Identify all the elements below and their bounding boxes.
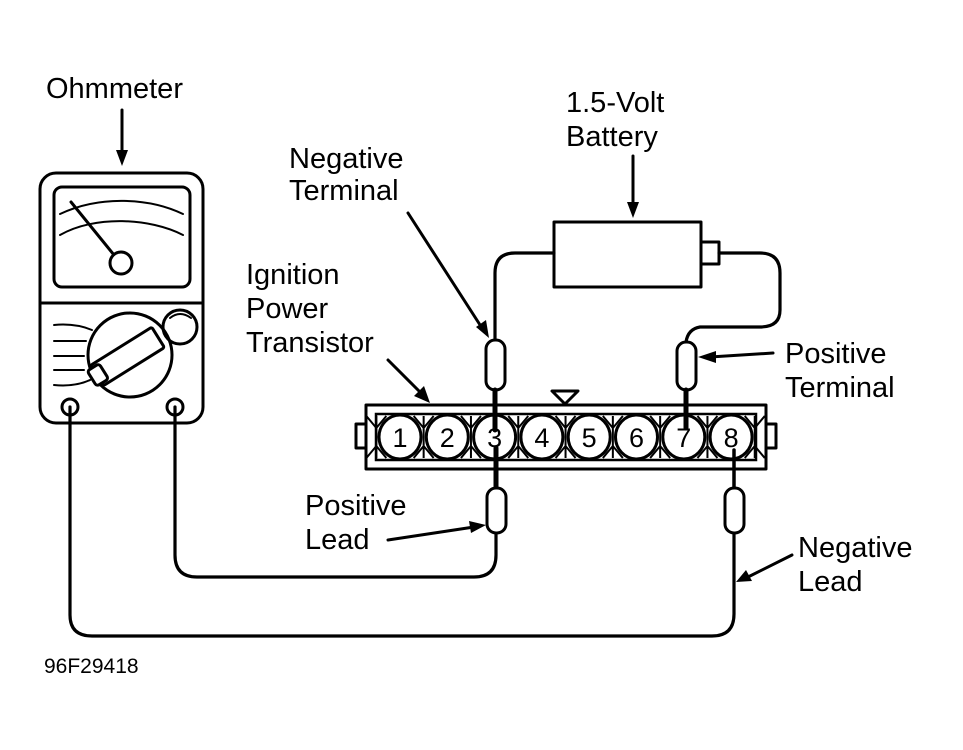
connector-pin-number: 5 xyxy=(582,423,597,453)
connector-pin-number: 6 xyxy=(629,423,644,453)
negative-terminal-arrow xyxy=(406,211,489,338)
lattice-segment xyxy=(507,415,530,459)
connector-pin-number: 7 xyxy=(676,423,691,453)
connector-pin-6 xyxy=(614,413,659,461)
battery-label-line1: 1.5-Volt xyxy=(566,87,664,119)
ignition-power-transistor-connector: 1 2 3 4 5 6 7 8 xyxy=(354,389,778,471)
ohmmeter-arrow xyxy=(116,108,128,166)
connector-lattice xyxy=(365,415,766,459)
connector-pin-number: 8 xyxy=(724,423,739,453)
range-selector-dial xyxy=(86,311,174,399)
negative-lead-label-line2: Lead xyxy=(798,566,863,598)
battery-label-line2: Battery xyxy=(566,121,658,153)
lattice-segment xyxy=(554,415,577,459)
zero-adjust-knob xyxy=(161,308,199,346)
range-scale-marks xyxy=(53,323,93,387)
positive-lead-wire xyxy=(173,405,498,579)
ohmmeter-body xyxy=(38,171,205,425)
positive-terminal-arrow xyxy=(698,351,775,363)
lattice-segment xyxy=(743,415,766,459)
battery-positive-probe-icon xyxy=(675,340,698,431)
negative-lead-wire xyxy=(68,405,736,638)
negative-lead-label-line1: Negative xyxy=(798,532,912,564)
transistor-label-line3: Transistor xyxy=(246,327,374,359)
battery-positive-cap xyxy=(699,240,721,266)
connector-pin-5 xyxy=(566,413,612,461)
battery: 1.5-Volt Battery xyxy=(552,87,721,289)
battery-negative-probe-icon xyxy=(484,338,507,433)
ohmmeter-label: Ohmmeter xyxy=(46,73,183,105)
connector-pin-number: 2 xyxy=(440,423,455,453)
negative-lead-arrow xyxy=(736,553,794,582)
lattice-segment xyxy=(460,415,482,459)
meter-scale xyxy=(59,199,184,236)
positive-lead-label-line1: Positive xyxy=(305,490,407,522)
connector-pin-number: 3 xyxy=(487,423,502,453)
ohmmeter-negative-probe-icon xyxy=(723,448,746,535)
transistor-label-line1: Ignition xyxy=(246,259,340,291)
negative-terminal-label-line1: Negative xyxy=(289,143,403,175)
lattice-segment xyxy=(696,415,719,459)
lattice-segment xyxy=(649,415,671,459)
connector-pin-number: 4 xyxy=(534,423,549,453)
positive-lead-label-line2: Lead xyxy=(305,524,370,556)
lattice-segment xyxy=(412,415,435,459)
negative-terminal-label-line2: Terminal xyxy=(289,175,399,207)
lattice-segment xyxy=(365,415,388,459)
lattice-segment xyxy=(602,415,624,459)
connector-pin-2 xyxy=(424,413,470,461)
figure-code: 96F29418 xyxy=(44,655,139,678)
positive-terminal-label-line1: Positive xyxy=(785,338,887,370)
meter-display xyxy=(52,185,192,289)
connector-right-tab xyxy=(764,422,778,450)
positive-lead-arrow xyxy=(386,521,486,542)
battery-negative-wire xyxy=(493,251,556,342)
connector-pin-number: 1 xyxy=(392,423,407,453)
meter-needle-icon xyxy=(69,200,134,276)
transistor-label-line2: Power xyxy=(246,293,329,325)
positive-terminal-label-line2: Terminal xyxy=(785,372,895,404)
connector-pins: 1 2 3 4 5 6 7 8 xyxy=(377,413,754,461)
connector-pin-8 xyxy=(708,413,754,461)
ohmmeter: Ohmmeter xyxy=(38,73,205,425)
connector-pin-1 xyxy=(377,413,423,461)
connector-pin-4 xyxy=(519,413,565,461)
battery-positive-wire xyxy=(684,251,782,344)
ohmmeter-positive-probe-icon xyxy=(485,445,508,535)
battery-arrow xyxy=(627,154,639,218)
transistor-arrow xyxy=(386,358,430,403)
connector-left-tab xyxy=(354,422,368,450)
battery-body-icon xyxy=(552,220,703,289)
alignment-triangle-icon xyxy=(550,389,580,406)
